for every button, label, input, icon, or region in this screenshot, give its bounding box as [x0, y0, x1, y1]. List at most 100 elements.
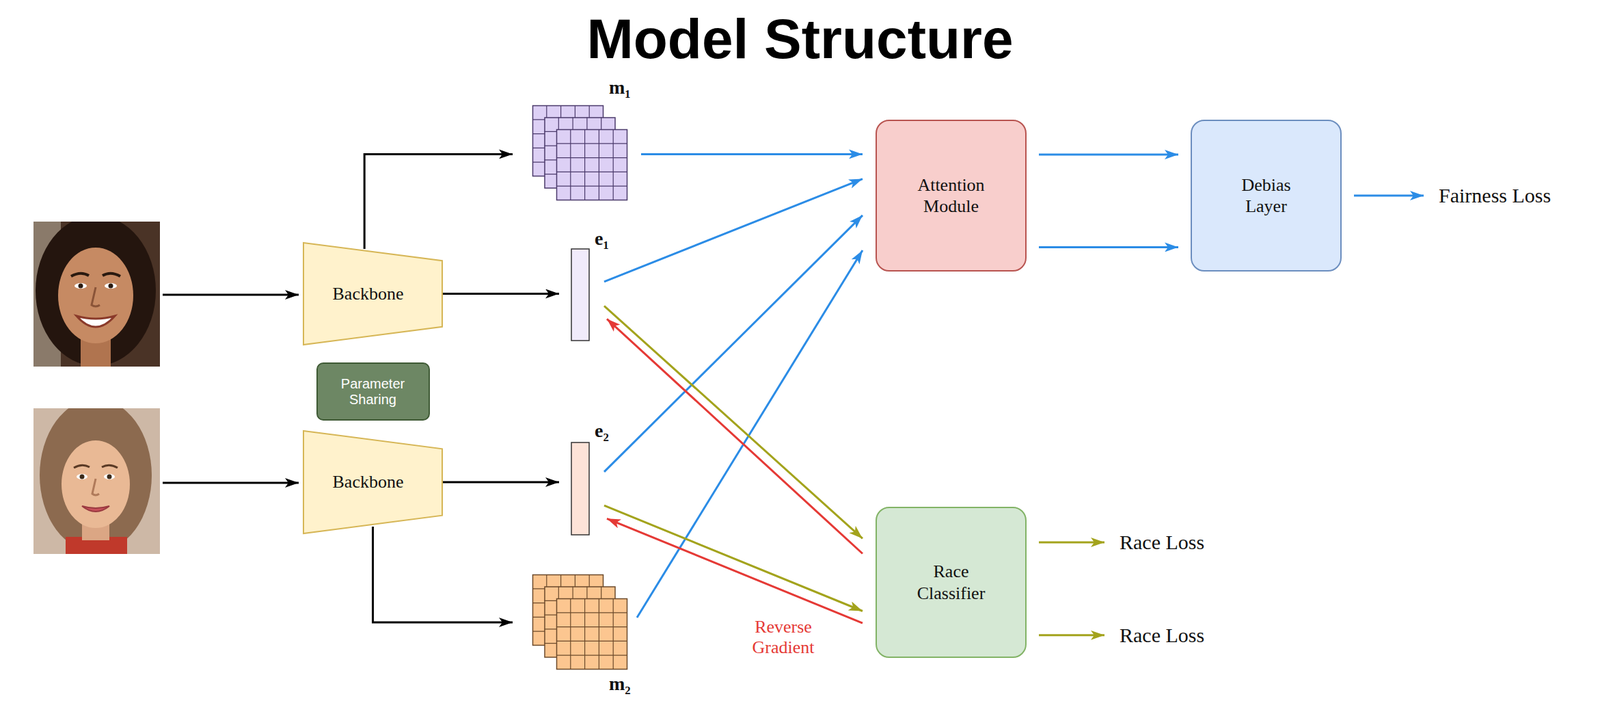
embedding-vector: e₁	[570, 248, 590, 342]
vector-bar	[571, 248, 590, 341]
node-label-holder: e₁	[594, 228, 609, 249]
nose	[91, 287, 100, 307]
embedding-vector: e₂	[570, 441, 590, 536]
pupil	[78, 283, 84, 289]
text-holder: Attention Module	[876, 120, 1026, 270]
connector-arrow	[364, 153, 513, 249]
connector-arrow	[1038, 246, 1179, 249]
connector-arrow	[641, 153, 863, 156]
text-holder: Debias Layer	[1191, 120, 1341, 270]
connector-arrow	[442, 481, 560, 484]
node-text: Attention Module	[908, 174, 994, 217]
grid-line	[556, 157, 628, 158]
node-text: Parameter Sharing	[328, 375, 418, 408]
pupil	[107, 474, 113, 480]
smile	[76, 315, 115, 327]
eye	[76, 473, 88, 480]
grid-line	[556, 611, 628, 613]
input-arrow	[162, 293, 299, 296]
connector-arrow	[606, 318, 863, 553]
grid-line	[556, 142, 628, 144]
race-classifier: Race Classifier	[875, 506, 1027, 658]
grid-line	[584, 129, 586, 201]
connector-arrow	[606, 518, 863, 623]
node-text: Race Loss	[1119, 622, 1205, 648]
text-holder: Race Loss	[1119, 526, 1211, 558]
eye	[104, 282, 117, 289]
grid-cell-area	[557, 598, 628, 670]
text-holder: Parameter Sharing	[317, 363, 429, 419]
connector-arrow	[604, 305, 863, 538]
vector-outline	[570, 248, 590, 342]
pupil	[79, 474, 85, 480]
parameter-sharing-badge: Parameter Sharing	[316, 362, 430, 421]
grid-line	[556, 654, 628, 656]
debias-layer: Debias Layer	[1190, 119, 1342, 272]
vector-bar	[571, 442, 590, 535]
loss-output: Race Loss	[1119, 526, 1211, 558]
text-holder: Race Loss	[1119, 619, 1211, 651]
eyebrow	[102, 273, 121, 277]
connector-arrow	[442, 292, 560, 295]
face-photo	[33, 221, 160, 367]
connector-arrow	[1353, 194, 1424, 197]
eye	[103, 473, 115, 480]
node-text: Debias Layer	[1223, 174, 1309, 217]
grid-line	[570, 598, 571, 670]
node-text: Fairness Loss	[1438, 183, 1551, 208]
eyebrow	[101, 464, 118, 468]
node-label: m₁	[608, 77, 631, 98]
feature-map: m₁	[532, 105, 628, 201]
connector-arrow	[1038, 153, 1179, 156]
feature-map-layer	[556, 129, 628, 201]
backbone-network: Backbone	[302, 429, 443, 534]
grid-line	[556, 185, 628, 187]
connector-arrow	[604, 215, 863, 472]
eyebrow	[71, 273, 89, 277]
annotation-text: Reverse Gradient	[738, 616, 828, 658]
connector-arrow	[636, 250, 863, 618]
pupil	[108, 283, 114, 289]
text-holder: Backbone	[302, 429, 443, 534]
grid-line	[570, 129, 571, 201]
connector-arrow	[1038, 540, 1105, 543]
grid-line	[584, 598, 586, 670]
grid-cell-area	[557, 129, 628, 201]
text-holder: Backbone	[302, 241, 443, 346]
connector-arrow	[604, 505, 863, 611]
node-text: Backbone	[332, 283, 404, 305]
feature-map-stack	[532, 574, 628, 670]
text-holder: Fairness Loss	[1438, 179, 1557, 212]
feature-map-layer	[556, 598, 628, 670]
smile	[82, 505, 110, 512]
attention-module: Attention Module	[875, 119, 1027, 272]
grid-line	[598, 129, 600, 201]
backbone-shape	[303, 430, 443, 534]
connector-arrow	[1038, 633, 1105, 636]
node-label: e₁	[594, 228, 609, 249]
text-holder: Race Classifier	[876, 507, 1026, 657]
connector-arrow	[604, 179, 863, 282]
diagram-title: Model Structure	[0, 0, 1600, 67]
node-label: e₂	[594, 421, 609, 441]
connector-arrow	[373, 526, 514, 622]
hair	[39, 408, 152, 552]
face	[58, 247, 134, 344]
feature-map-stack	[532, 105, 628, 201]
node-text: Backbone	[332, 471, 404, 493]
loss-output: Race Loss	[1119, 619, 1211, 651]
backbone-shape	[303, 242, 443, 345]
grid-line	[598, 598, 600, 670]
nose	[92, 478, 100, 495]
vector-outline	[570, 441, 590, 536]
grid-line	[613, 129, 614, 201]
face-photo	[33, 408, 160, 554]
node-label-holder: m₂	[608, 673, 631, 694]
input-arrow	[162, 481, 299, 484]
node-label: m₂	[608, 673, 631, 694]
eye	[74, 282, 87, 289]
node-label-holder: m₁	[608, 77, 631, 98]
node-text: Race Loss	[1119, 529, 1205, 555]
